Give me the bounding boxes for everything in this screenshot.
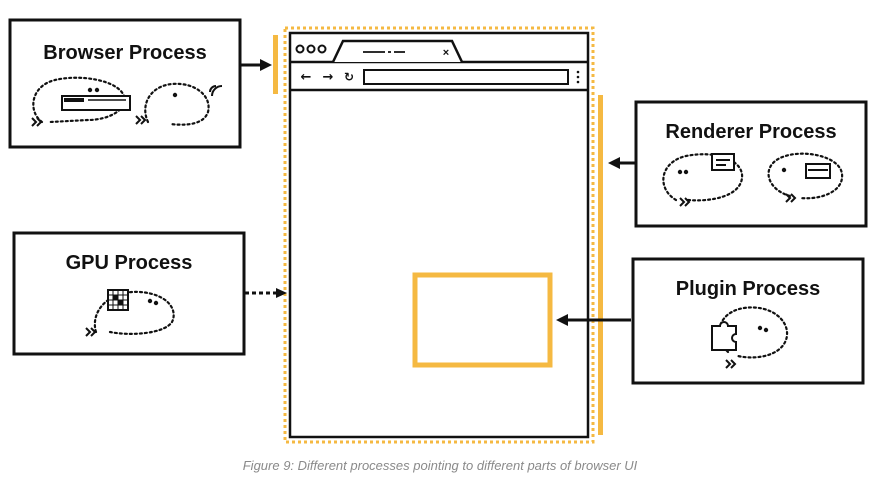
renderer-process-title: Renderer Process [665,121,836,143]
menu-dots-icon [576,70,580,84]
plugin-area-box [412,272,553,368]
forward-arrow-icon: → [323,70,334,85]
gpu-process-accents [85,298,159,337]
figure-caption: Figure 9: Different processes pointing t… [242,458,638,473]
window-control-dot [306,44,316,54]
arrow-plugin-to-box [556,314,631,326]
gpu-pixel-grid-icon [107,289,129,311]
puzzle-piece-icon [711,321,737,351]
plugin-process-accents [725,325,769,369]
browser-ui-highlight-bar [273,35,278,94]
tab-close-icon: × [443,47,449,59]
renderer-process-accents [677,153,831,207]
renderer-process-box: Renderer Process [634,100,868,228]
address-bar [363,69,569,85]
plugin-process-title: Plugin Process [676,278,821,300]
reload-icon: ↻ [344,70,354,84]
gpu-process-character [93,290,175,335]
arrow-browser-to-ui [240,59,272,71]
browser-process-box: Browser Process [8,18,242,149]
browser-window: × ← → ↻ [283,26,595,444]
window-control-dot [295,44,305,54]
arrow-gpu-to-window [245,288,287,298]
plugin-process-box: Plugin Process [631,257,865,385]
window-control-dot [317,44,327,54]
browser-process-character [32,76,210,126]
browser-window-dotted-outline [283,26,595,444]
toolbar-mini-icon [61,95,131,111]
gpu-process-title: GPU Process [66,252,193,274]
content-area-highlight-bar [598,95,603,435]
back-arrow-icon: ← [301,70,312,85]
gpu-process-box: GPU Process [12,231,246,356]
browser-process-accents [31,85,223,127]
arrow-renderer-to-content [608,157,636,169]
browser-process-title: Browser Process [43,42,206,64]
browser-window-frame [288,31,590,439]
